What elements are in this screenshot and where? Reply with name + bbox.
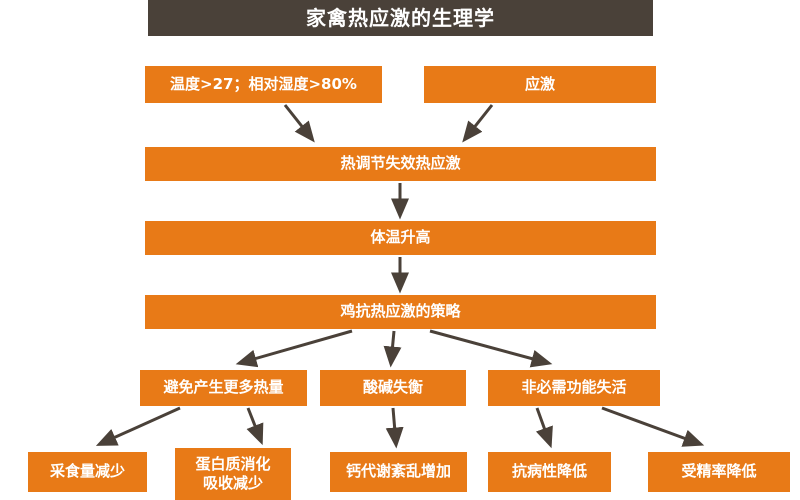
node-calcium-metabolism-disorder: 钙代谢紊乱增加: [330, 452, 467, 492]
node-acid-base-imbalance-label: 酸碱失衡: [362, 378, 423, 397]
arrow-nonessential-to-disease: [535, 407, 553, 449]
arrow-stage3-to-acid-base: [383, 330, 402, 368]
node-body-temperature-rise-label: 体温升高: [370, 228, 431, 247]
node-avoid-heat: 避免产生更多热量: [140, 370, 307, 406]
node-disease-resistance-decrease-label: 抗病性降低: [511, 462, 587, 481]
node-chicken-strategy-label: 鸡抗热应激的策略: [340, 302, 461, 321]
diagram-title-text: 家禽热应激的生理学: [306, 6, 495, 30]
arrow-acid-base-to-calcium: [385, 407, 404, 449]
node-protein-digestion-decrease: 蛋白质消化 吸收减少: [175, 448, 291, 500]
node-thermoregulation-failure-label: 热调节失效热应激: [340, 154, 461, 173]
node-stress: 应激: [424, 66, 656, 103]
node-stress-label: 应激: [524, 74, 555, 93]
node-disease-resistance-decrease: 抗病性降低: [488, 452, 611, 492]
node-protein-digestion-line1: 蛋白质消化: [195, 454, 271, 473]
node-environment-condition: 温度>27；相对湿度>80%: [145, 66, 382, 103]
node-environment-condition-label: 温度>27；相对湿度>80%: [170, 74, 357, 93]
arrow-avoid-heat-to-feed-intake: [95, 406, 181, 446]
node-protein-digestion-line2: 吸收减少: [202, 474, 263, 492]
node-acid-base-imbalance: 酸碱失衡: [320, 370, 466, 406]
node-calcium-metabolism-disorder-label: 钙代谢紊乱增加: [345, 462, 451, 481]
arrow-avoid-heat-to-protein: [246, 407, 264, 446]
arrow-nonessential-to-fertility: [601, 406, 705, 447]
node-nonessential-functions: 非必需功能失活: [488, 370, 660, 406]
node-fertility-decrease-label: 受精率降低: [681, 462, 757, 481]
node-avoid-heat-label: 避免产生更多热量: [163, 378, 284, 397]
diagram-title: 家禽热应激的生理学: [148, 0, 653, 36]
arrow-stage3-to-nonessential: [429, 329, 553, 368]
node-chicken-strategy: 鸡抗热应激的策略: [145, 295, 656, 329]
node-feed-intake-decrease: 采食量减少: [28, 452, 147, 492]
node-feed-intake-decrease-label: 采食量减少: [49, 462, 125, 481]
node-body-temperature-rise: 体温升高: [145, 221, 656, 255]
arrow-stress-to-stage1: [462, 104, 494, 143]
arrow-environment-to-stage1: [283, 104, 315, 143]
node-fertility-decrease: 受精率降低: [648, 452, 790, 492]
node-thermoregulation-failure: 热调节失效热应激: [145, 147, 656, 181]
arrow-stage3-to-avoid-heat: [235, 329, 353, 368]
node-nonessential-functions-label: 非必需功能失活: [521, 378, 627, 397]
